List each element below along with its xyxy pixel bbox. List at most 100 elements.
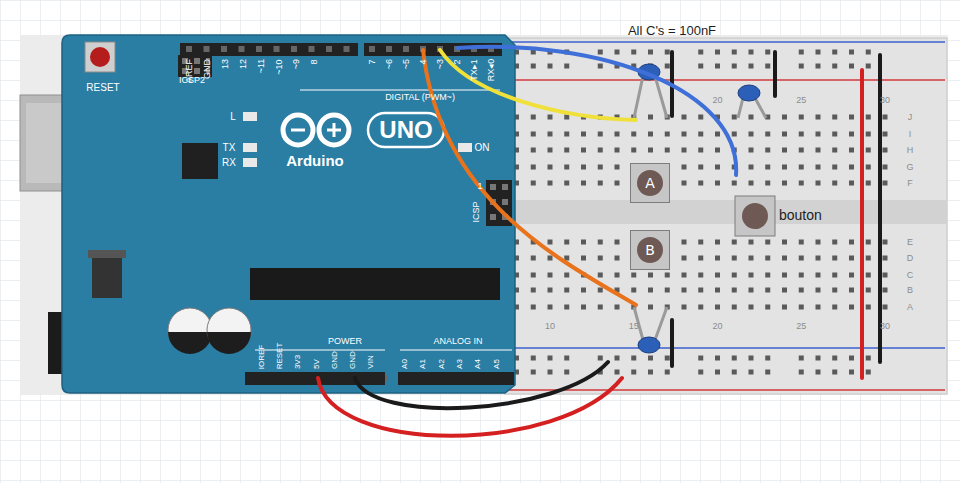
- arduino-board: [502, 184, 508, 190]
- push-button: A: [630, 163, 670, 203]
- arduino-board: [368, 113, 444, 147]
- breadboard-holes: [548, 256, 553, 261]
- breadboard-holes: [866, 50, 871, 55]
- arduino-board: [180, 43, 358, 56]
- capacitor: [638, 337, 660, 353]
- pin-name: ~5: [402, 59, 411, 69]
- breadboard-holes: [799, 148, 804, 153]
- breadboard-holes: [631, 148, 636, 153]
- breadboard-holes: [548, 115, 553, 120]
- pin-name: AREF: [185, 59, 194, 83]
- note-text: All C's = 100nF: [628, 24, 716, 37]
- pin-name: ~6: [385, 59, 394, 69]
- breadboard-holes: [849, 256, 854, 261]
- arduino-board: [194, 58, 200, 64]
- breadboard-holes: [816, 356, 821, 361]
- breadboard-holes: [816, 132, 821, 137]
- breadboard-holes: [765, 148, 770, 153]
- breadboard: [505, 41, 945, 43]
- breadboard-holes: [732, 115, 737, 120]
- arduino-board: [62, 35, 515, 393]
- arduino-board: [239, 46, 245, 52]
- capacitor: [755, 98, 766, 118]
- breadboard-holes: [799, 165, 804, 170]
- breadboard-holes: [749, 165, 754, 170]
- pin-name: ~10: [274, 59, 283, 74]
- breadboard: [505, 38, 947, 394]
- breadboard-holes: [749, 305, 754, 310]
- breadboard-holes: [682, 240, 687, 245]
- breadboard-holes: [866, 356, 871, 361]
- breadboard-holes: [749, 132, 754, 137]
- board-label: ICSP: [472, 201, 481, 222]
- breadboard-holes: [715, 256, 720, 261]
- column-number: 20: [712, 96, 722, 105]
- pin-name: IOREF: [258, 345, 266, 369]
- arduino-board: [400, 350, 512, 351]
- breadboard-holes: [631, 132, 636, 137]
- pin-name: 8: [310, 59, 319, 64]
- row-letter: E: [907, 238, 913, 247]
- breadboard-holes: [849, 64, 854, 69]
- row-letter: F: [907, 179, 913, 188]
- breadboard-holes: [866, 148, 871, 153]
- breadboard-holes: [832, 273, 837, 278]
- breadboard-holes: [615, 181, 620, 186]
- breadboard-holes: [782, 148, 787, 153]
- breadboard-holes: [648, 148, 653, 153]
- arduino-board: [250, 268, 500, 300]
- breadboard-holes: [765, 305, 770, 310]
- breadboard-holes: [782, 288, 787, 293]
- breadboard-holes: [715, 50, 720, 55]
- breadboard-holes: [832, 305, 837, 310]
- breadboard-holes: [849, 370, 854, 375]
- breadboard-holes: [548, 305, 553, 310]
- arduino-board: [90, 47, 110, 67]
- row-letter: J: [908, 113, 913, 122]
- breadboard-holes: [866, 181, 871, 186]
- breadboard-holes: [749, 256, 754, 261]
- breadboard-holes: [832, 370, 837, 375]
- pin-name: A4: [474, 359, 482, 369]
- pin-name: A5: [493, 359, 501, 369]
- pin-name: ~3: [436, 59, 445, 69]
- breadboard-holes: [765, 64, 770, 69]
- breadboard-holes: [564, 370, 569, 375]
- column-number: 20: [712, 322, 722, 331]
- breadboard-holes: [581, 165, 586, 170]
- arduino-board: [92, 256, 122, 298]
- breadboard-holes: [531, 356, 536, 361]
- breadboard-holes: [782, 305, 787, 310]
- breadboard-holes: [866, 132, 871, 137]
- breadboard-holes: [564, 132, 569, 137]
- jumper-wire: [670, 320, 674, 366]
- breadboard-holes: [514, 50, 888, 375]
- breadboard-holes: [698, 64, 703, 69]
- arduino-board: [204, 46, 210, 52]
- breadboard-holes: [564, 64, 569, 69]
- breadboard-holes: [849, 305, 854, 310]
- breadboard-holes: [598, 273, 603, 278]
- breadboard-holes: [816, 148, 821, 153]
- breadboard-holes: [548, 64, 553, 69]
- board-label: ON: [475, 143, 490, 153]
- breadboard-holes: [665, 132, 670, 137]
- breadboard-holes: [782, 181, 787, 186]
- breadboard-holes: [866, 256, 871, 261]
- breadboard-holes: [765, 132, 770, 137]
- breadboard-holes: [648, 115, 653, 120]
- breadboard-holes: [849, 288, 854, 293]
- breadboard-holes: [816, 240, 821, 245]
- breadboard-holes: [832, 165, 837, 170]
- board-label: TX: [223, 143, 236, 153]
- breadboard-holes: [698, 370, 703, 375]
- row-letter: B: [907, 286, 913, 295]
- breadboard-holes: [698, 115, 703, 120]
- breadboard-holes: [866, 273, 871, 278]
- arduino-board: [344, 46, 350, 52]
- pin-name: 3V3: [294, 355, 302, 369]
- arduino-board: [490, 214, 496, 220]
- breadboard-holes: [832, 256, 837, 261]
- breadboard-holes: [732, 132, 737, 137]
- breadboard-holes: [883, 256, 888, 261]
